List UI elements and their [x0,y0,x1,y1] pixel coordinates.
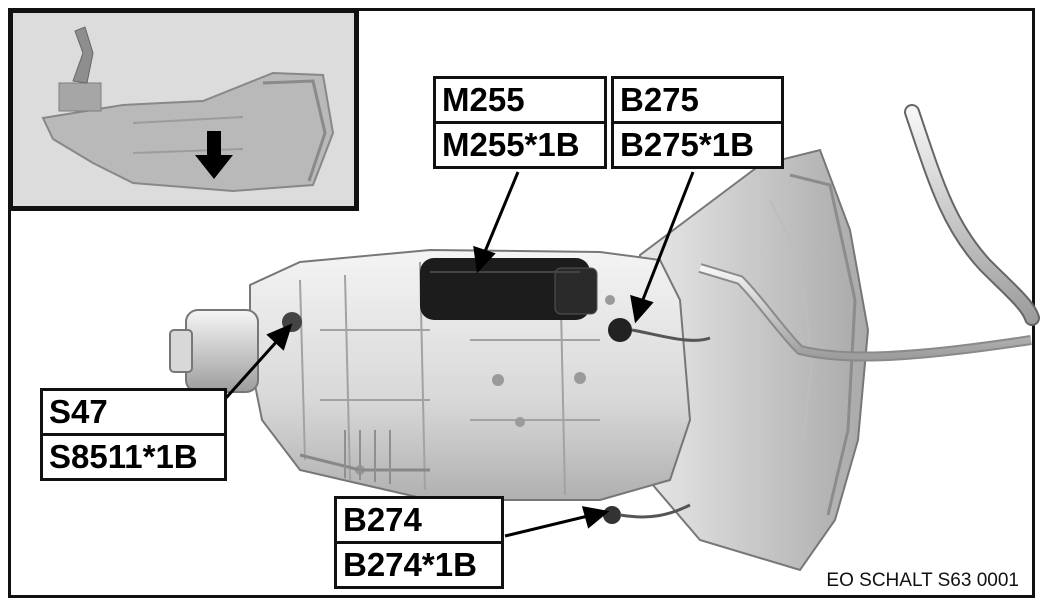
output-flange [169,309,259,393]
callout-s47-component: S47 [49,393,108,430]
callout-s47-connector: S8511*1B [43,433,224,478]
inset-transmission-thumbnail [41,26,335,193]
callout-b274-component: B274 [343,501,422,538]
callout-b275-component: B275 [620,81,699,118]
callout-b274: B274 B274*1B [334,496,504,589]
callout-m255-component: M255 [442,81,525,118]
shift-actuator [420,258,598,320]
callout-b275: B275 B275*1B [611,76,784,169]
callout-s47: S47 S8511*1B [40,388,227,481]
callout-b275-connector: B275*1B [614,121,781,166]
b274-connector [603,506,621,524]
callout-b274-connector: B274*1B [337,541,501,586]
callout-m255: M255 M255*1B [433,76,607,169]
arrow-down-icon [195,131,233,179]
callout-m255-connector: M255*1B [436,121,604,166]
inset-overview [8,8,359,211]
reference-code: EO SCHALT S63 0001 [826,570,1019,591]
b275-connector [608,318,632,342]
bell-housing [639,148,870,572]
